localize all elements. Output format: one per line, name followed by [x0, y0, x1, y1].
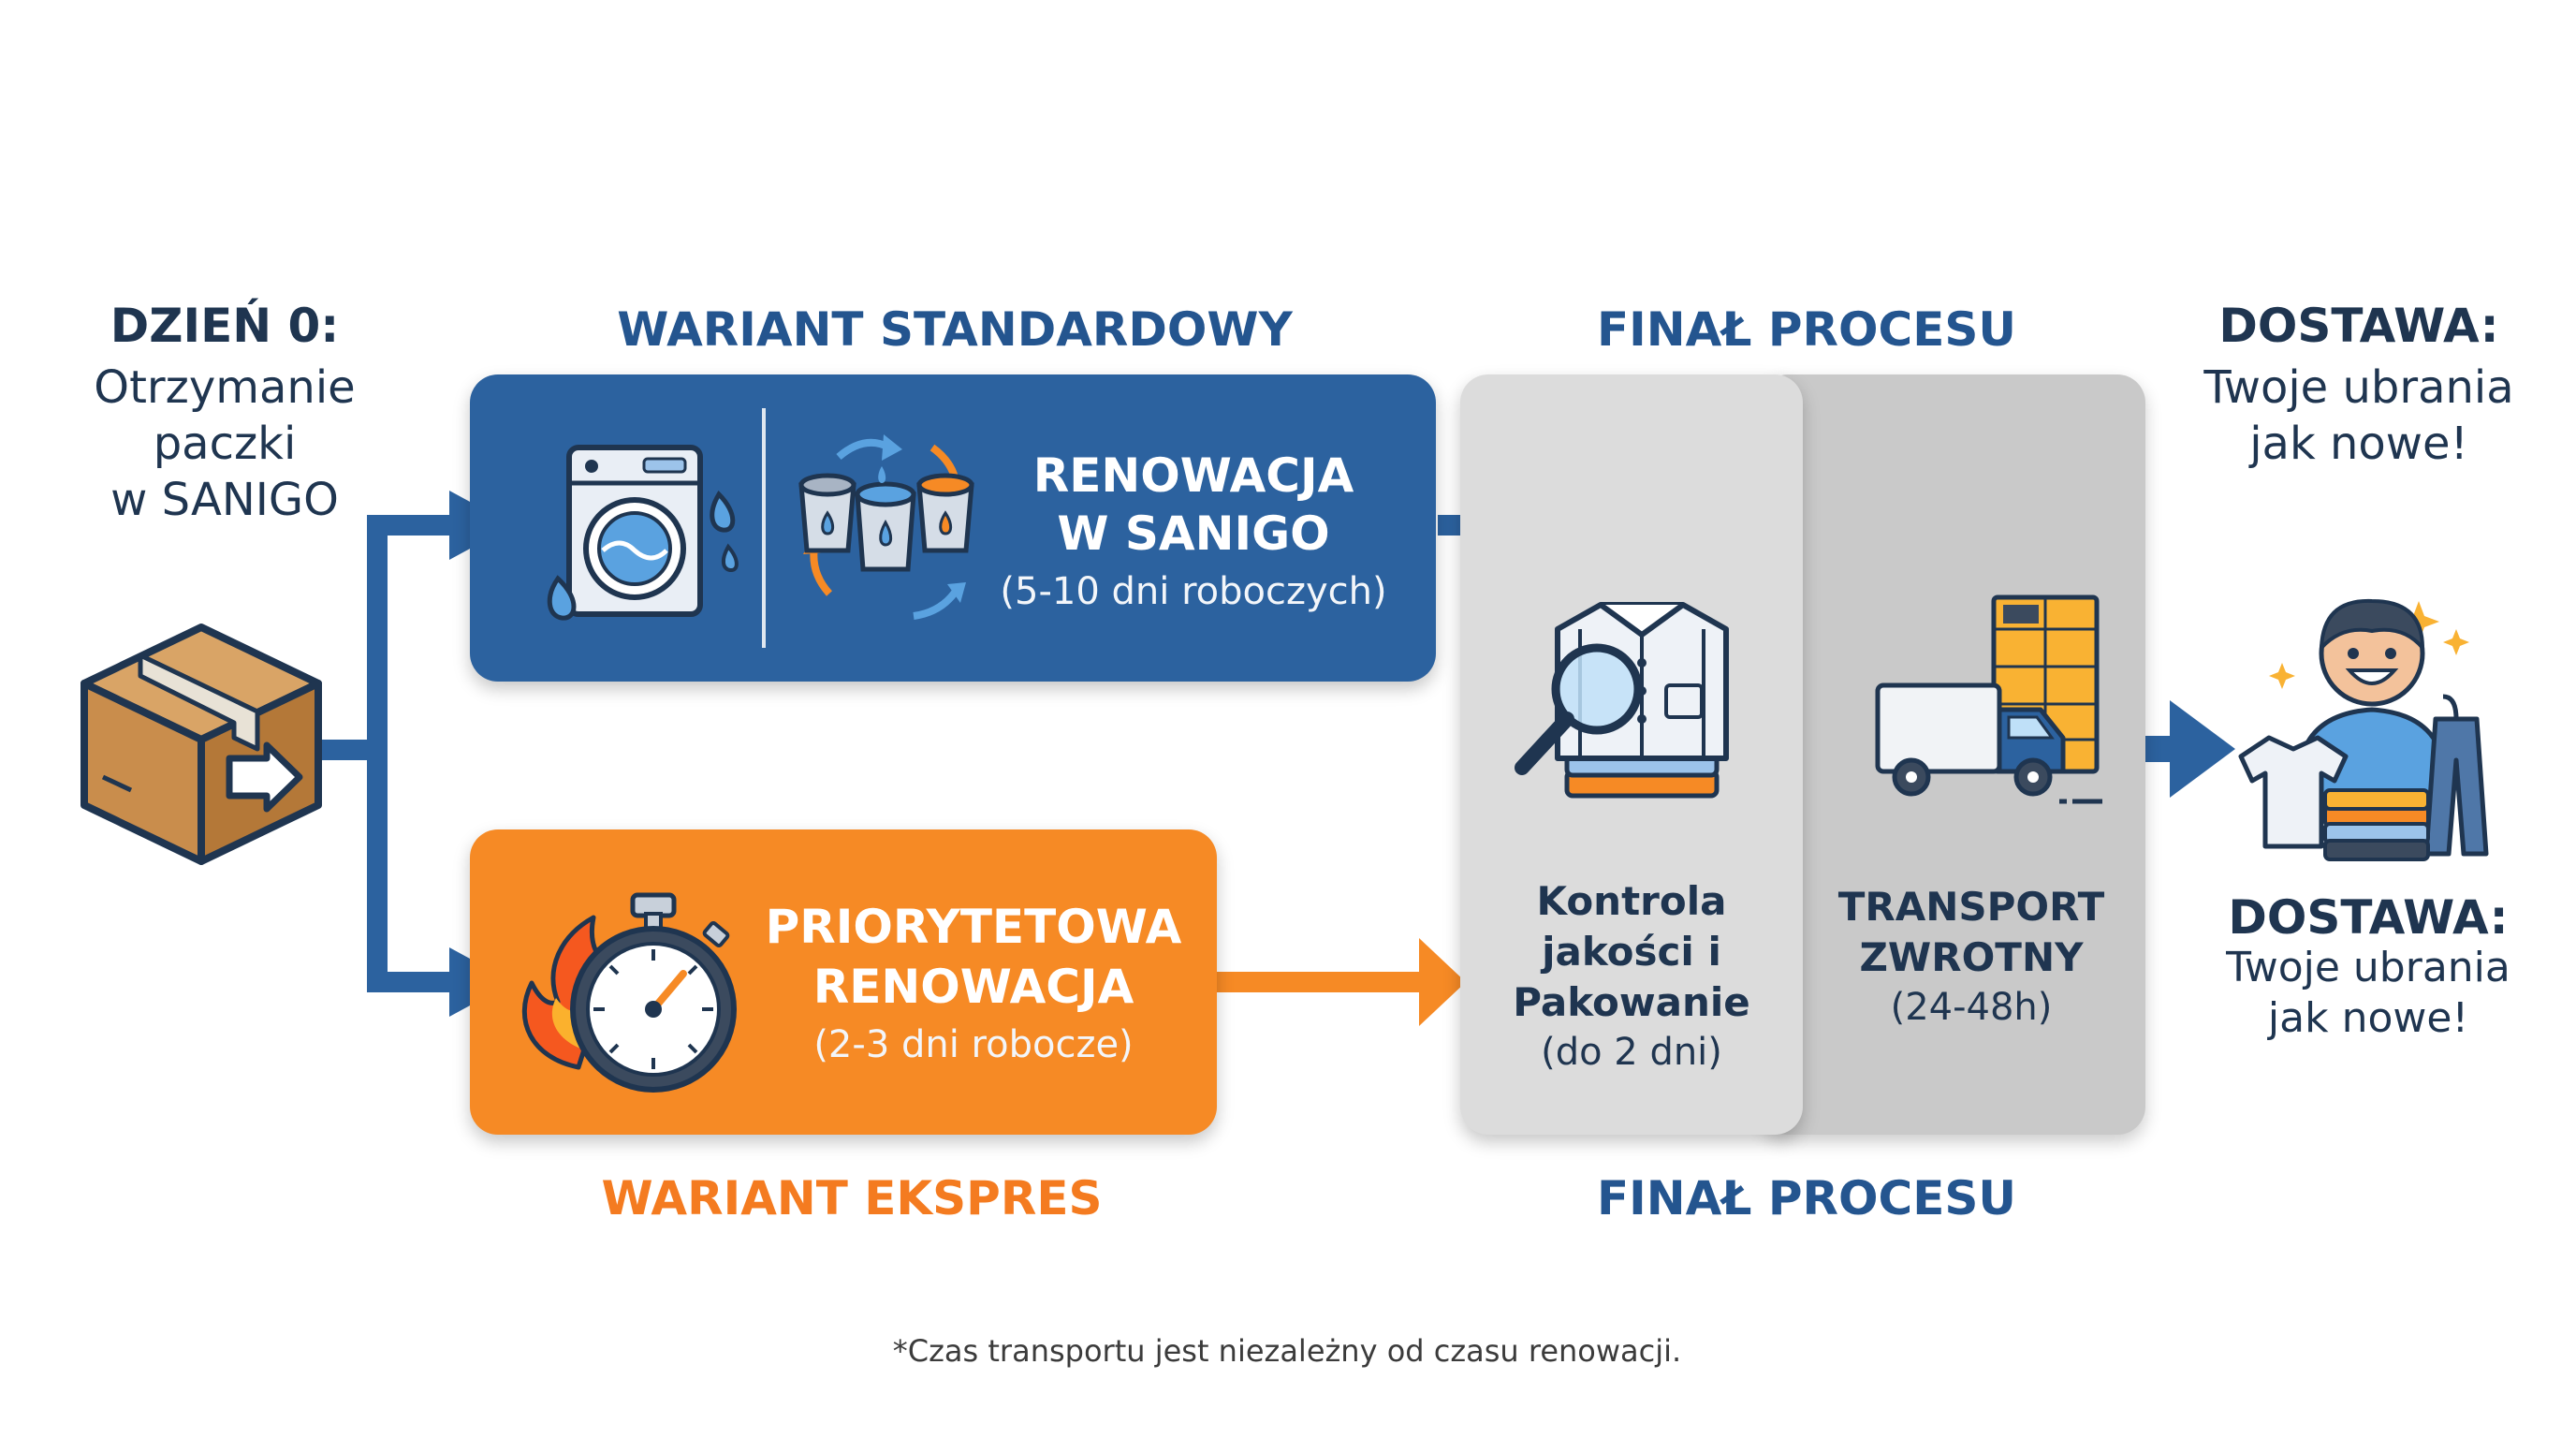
delivery-bottom-title: DOSTAWA:: [2228, 890, 2509, 945]
express-duration: (2-3 dni robocze): [813, 1023, 1134, 1066]
standard-duration: (5-10 dni roboczych): [1000, 570, 1387, 613]
start-line-1: Otrzymanie: [94, 361, 356, 414]
standard-header: WARIANT STANDARDOWY: [617, 302, 1293, 357]
happy-customer-clothes-icon: [2238, 598, 2489, 861]
delivery-bottom-line-1: Twoje ubrania: [2226, 944, 2510, 991]
quality-duration: (do 2 dni): [1541, 1031, 1722, 1074]
transport-title-line-1: TRANSPORT: [1837, 884, 2105, 930]
connector-branch-top: [367, 515, 461, 536]
recycling-buckets-icon: [798, 434, 974, 620]
footnote: *Czas transportu jest niezależny od czas…: [892, 1333, 1682, 1369]
connector-arrow-express-final: [1419, 938, 1466, 1026]
washing-machine-icon: [547, 445, 739, 621]
final-header-bottom: FINAŁ PROCESU: [1597, 1171, 2016, 1225]
delivery-truck-locker-icon: [1875, 594, 2102, 804]
connector-arrow-transport-delivery: [2170, 700, 2235, 798]
standard-divider: [762, 408, 766, 648]
quality-title-line-2: jakości i: [1542, 929, 1721, 975]
transport-title-line-2: ZWROTNY: [1859, 934, 2084, 980]
start-line-2: paczki: [153, 418, 297, 470]
final-header-top: FINAŁ PROCESU: [1597, 302, 2016, 357]
transport-duration: (24-48h): [1890, 986, 2053, 1029]
express-header: WARIANT EKSPRES: [601, 1171, 1103, 1225]
connector-branch-vertical: [367, 515, 388, 992]
stopwatch-fire-icon: [521, 892, 737, 1093]
standard-title-line-1: RENOWACJA: [1032, 448, 1354, 503]
start-title: DZIEŃ 0:: [110, 299, 340, 353]
quality-title-line-3: Pakowanie: [1513, 979, 1750, 1025]
delivery-top-line-2: jak nowe!: [2249, 418, 2468, 470]
express-title-line-1: PRIORYTETOWA: [765, 900, 1182, 954]
connector-express-to-final: [1215, 972, 1440, 992]
package-box-icon: [80, 624, 322, 865]
connector-start-stem: [315, 740, 380, 760]
shirt-magnifier-icon: [1515, 602, 1729, 799]
connector-branch-bottom: [367, 972, 461, 992]
express-title-line-2: RENOWACJA: [812, 960, 1134, 1014]
delivery-bottom-line-2: jak nowe!: [2267, 994, 2469, 1042]
start-line-3: w SANIGO: [110, 474, 339, 526]
standard-title-line-2: W SANIGO: [1057, 506, 1330, 561]
quality-title-line-1: Kontrola: [1536, 878, 1727, 924]
delivery-top-line-1: Twoje ubrania: [2203, 361, 2514, 414]
delivery-top-title: DOSTAWA:: [2218, 299, 2499, 353]
